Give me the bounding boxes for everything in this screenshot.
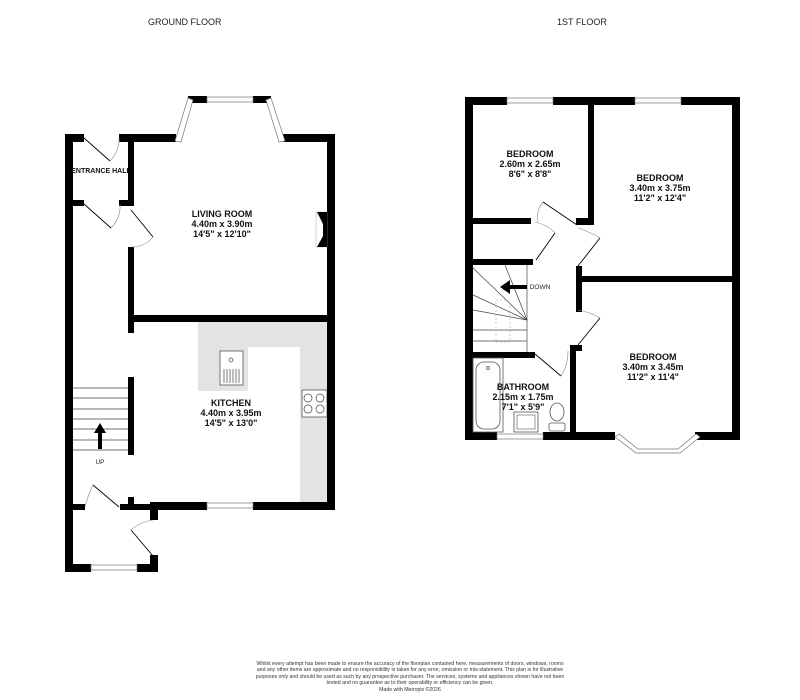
stairs bbox=[472, 264, 528, 352]
kitchen-label: KITCHEN bbox=[211, 398, 251, 408]
bedroom-small-label: BEDROOM bbox=[507, 149, 554, 159]
down-arrow-icon bbox=[500, 280, 527, 294]
disclaimer: Whilst every attempt has been made to en… bbox=[255, 661, 565, 693]
bedroom-front-label: BEDROOM bbox=[637, 173, 684, 183]
living-room-label: LIVING ROOM bbox=[192, 209, 253, 219]
bedroom-rear-metric: 3.40m x 3.45m bbox=[622, 362, 683, 372]
first-floor-title: 1ST FLOOR bbox=[557, 17, 607, 27]
bathroom-label: BATHROOM bbox=[497, 382, 549, 392]
disclaimer-text: Whilst every attempt has been made to en… bbox=[255, 661, 565, 687]
bath-icon bbox=[472, 357, 504, 433]
bedroom-small-metric: 2.60m x 2.65m bbox=[499, 159, 560, 169]
fireplace-icon bbox=[315, 211, 328, 248]
first-floor-plan: DOWN BEDROOM 2.60m x 2.65m 8'6" x 8'8" B… bbox=[465, 97, 740, 454]
bathroom-metric: 2.15m x 1.75m bbox=[492, 392, 553, 402]
bedroom-small-imperial: 8'6" x 8'8" bbox=[509, 169, 552, 179]
bedroom-front-imperial: 11'2" x 12'4" bbox=[634, 193, 686, 203]
bedroom-rear-label: BEDROOM bbox=[630, 352, 677, 362]
bathroom-imperial: 7'1" x 5'9" bbox=[502, 402, 545, 412]
door bbox=[83, 137, 154, 557]
window bbox=[90, 96, 286, 571]
up-arrow-icon bbox=[94, 423, 106, 449]
kitchen-metric: 4.40m x 3.95m bbox=[200, 408, 261, 418]
stairs-down-label: DOWN bbox=[530, 284, 551, 291]
ground-floor-title: GROUND FLOOR bbox=[148, 17, 222, 27]
window bbox=[496, 97, 701, 454]
living-room-metric: 4.40m x 3.90m bbox=[191, 219, 252, 229]
bedroom-front-metric: 3.40m x 3.75m bbox=[629, 183, 690, 193]
ground-floor-plan: UP ENTRANCE HALL LIVING ROOM 4.40m x 3.9… bbox=[65, 96, 335, 572]
kitchen-imperial: 14'5" x 13'0" bbox=[205, 418, 258, 428]
first-walls bbox=[465, 97, 740, 440]
basin-icon bbox=[513, 411, 539, 433]
stairs-up-label: UP bbox=[95, 459, 104, 466]
ground-walls bbox=[65, 96, 335, 572]
toilet-icon bbox=[548, 402, 566, 432]
bedroom-rear-imperial: 11'2" x 11'4" bbox=[627, 372, 679, 382]
entrance-hall-label: ENTRANCE HALL bbox=[71, 168, 131, 175]
credit-text: Made with Metropix ©2026 bbox=[379, 686, 441, 693]
sink-icon bbox=[219, 350, 244, 386]
living-room-imperial: 14'5" x 12'10" bbox=[193, 229, 251, 239]
door bbox=[534, 201, 601, 377]
hob-icon bbox=[301, 389, 328, 418]
